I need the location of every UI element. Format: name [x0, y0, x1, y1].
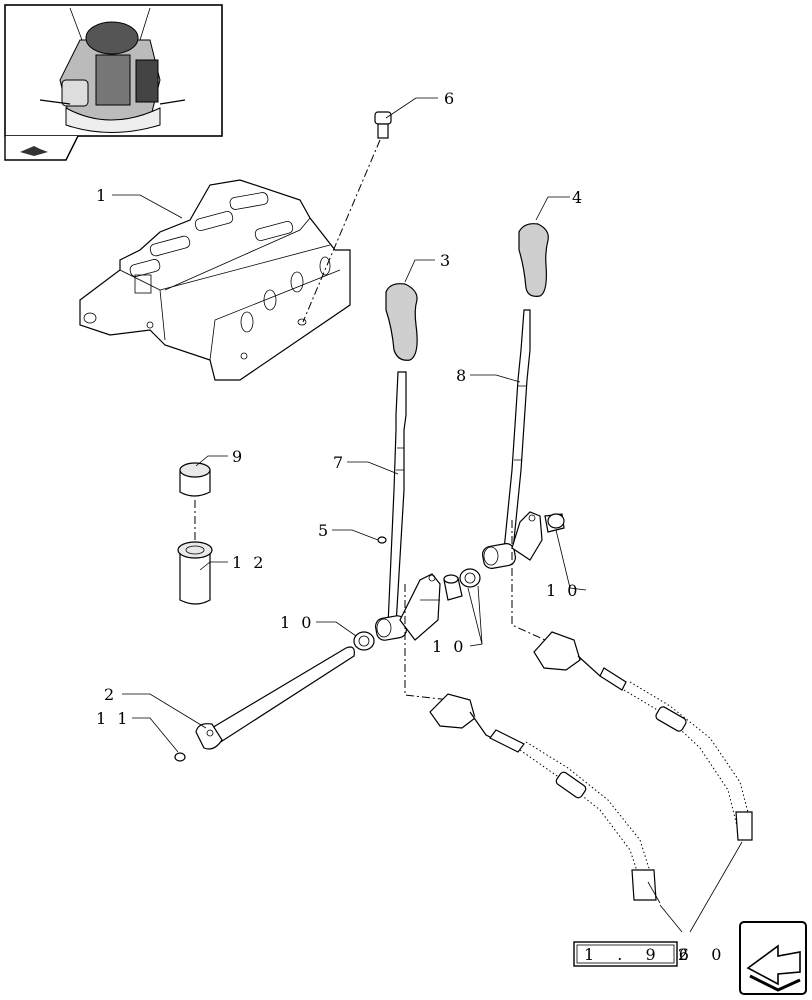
pin	[377, 536, 387, 544]
cable-left	[429, 693, 657, 901]
callout-12: 1 2	[232, 553, 266, 572]
knob-left	[385, 283, 418, 361]
callout-10-right: 1 0	[546, 581, 580, 600]
callout-2: 2	[104, 685, 117, 704]
callout-10-left: 1 0	[280, 613, 314, 632]
tractor-cab-thumbnail-icon	[4, 4, 223, 161]
callout-1: 1	[96, 186, 109, 205]
callout-11: 1 1	[96, 709, 130, 728]
leader-lines	[112, 97, 743, 933]
callout-3: 3	[440, 251, 453, 270]
callout-6: 6	[444, 89, 457, 108]
screw	[174, 752, 186, 762]
page-reference: 1 . 9 6 2 0 2	[573, 941, 764, 967]
callout-5: 5	[318, 521, 331, 540]
callout-10-center: 1 0	[432, 637, 466, 656]
bushing-set	[353, 513, 565, 651]
cap-and-sleeve	[177, 462, 213, 605]
reference-boxed: 1 . 9 6	[584, 945, 698, 964]
lever-right	[482, 309, 543, 569]
next-page-arrow-icon[interactable]	[739, 921, 807, 995]
shaft	[195, 646, 355, 750]
lever-left	[374, 371, 441, 641]
callout-4: 4	[572, 188, 585, 207]
console-bracket	[79, 179, 351, 381]
callout-9: 9	[232, 447, 245, 466]
reference-suffix: 2 0 2	[678, 945, 764, 964]
callout-8: 8	[456, 366, 469, 385]
bolt	[302, 111, 392, 323]
cable-right	[533, 631, 753, 841]
callout-7: 7	[333, 453, 346, 472]
knob-right	[518, 223, 549, 297]
